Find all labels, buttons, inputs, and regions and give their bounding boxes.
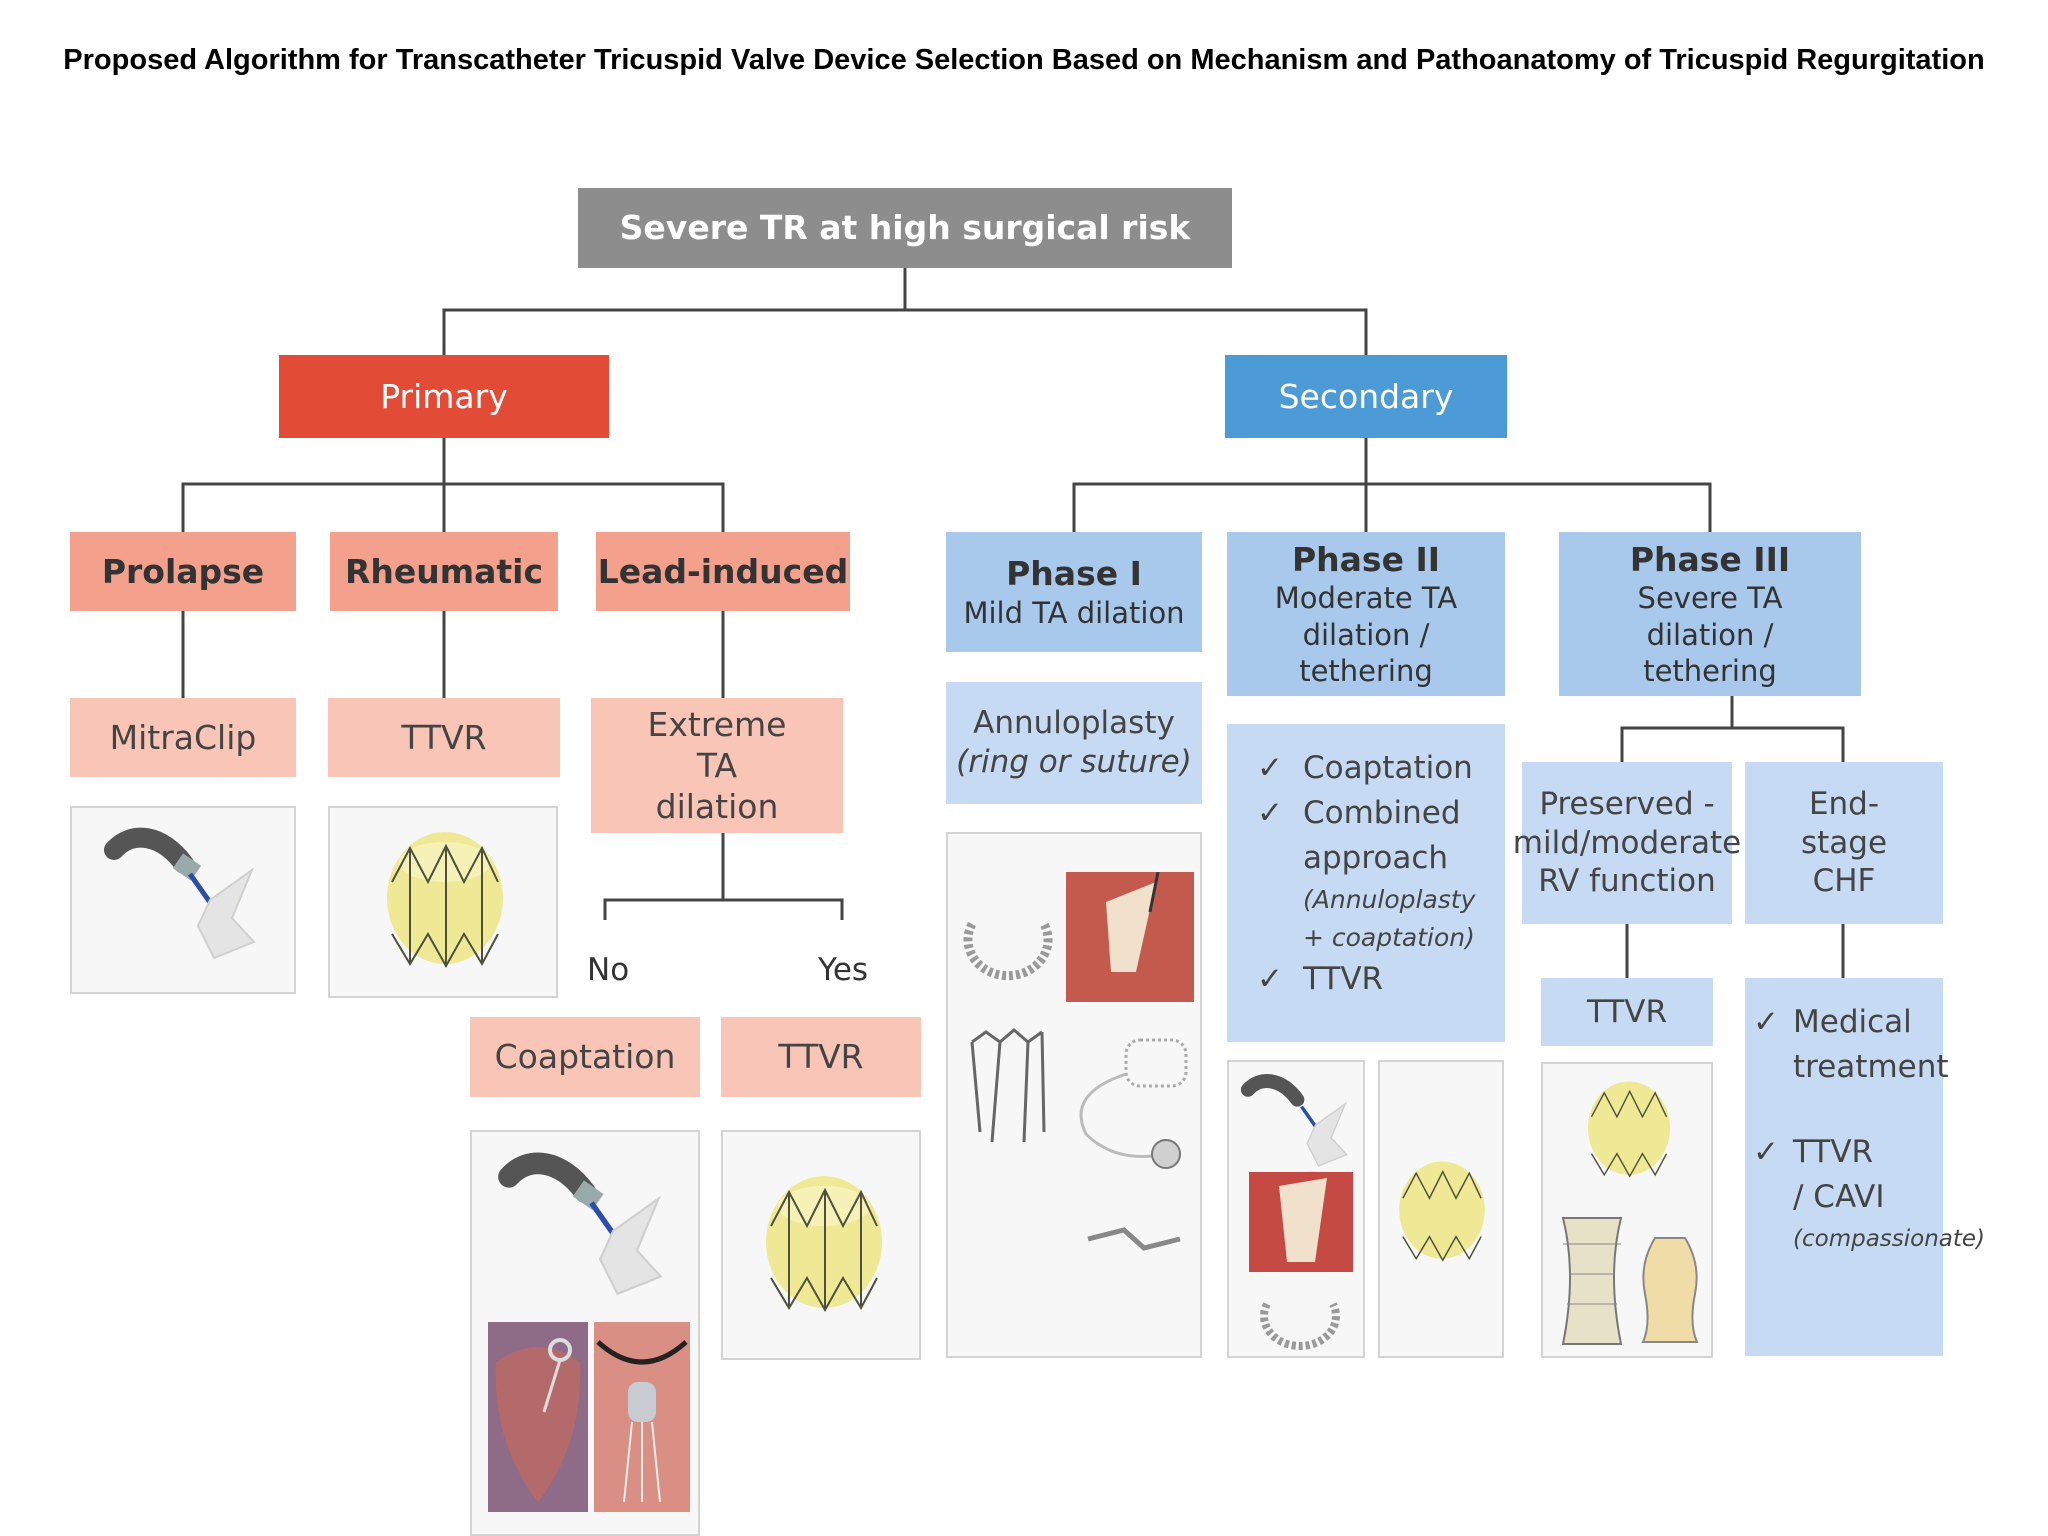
prolapse-label: Prolapse [101,551,265,591]
end-stage-option-row: ✓ TTVR / CAVI [1753,1130,1935,1220]
heart-anatomy-icon [594,1322,690,1512]
phase3-title: Phase III [1629,540,1791,579]
stent-valve-icon [1641,1237,1699,1343]
stent-valve-icon [1561,1217,1623,1345]
primary-label: Primary [380,376,508,416]
end-stage-note-row: (compassionate) [1753,1220,1985,1258]
heart-anatomy-icon [488,1322,588,1512]
prolapse-node: Prolapse [70,532,296,611]
ring-icon [970,1028,1046,1143]
coaptation-images [470,1130,700,1536]
lead-induced-node: Lead-induced [596,532,850,611]
phase3-ttvr-image [1541,1062,1713,1358]
end-stage-label: End-stage CHF [1800,785,1888,900]
phase1-title: Phase I [1006,554,1142,594]
check-icon: ✓ [1257,750,1283,786]
mitraclip-label: MitraClip [109,717,257,757]
end-stage-options: ✓ Medical treatment ✓ TTVR / CAVI (compass… [1745,978,1985,1356]
lead-induced-label: Lead-induced [597,551,849,591]
check-icon: ✓ [1257,961,1283,997]
ttvr-phase3-node: TTVR [1541,978,1713,1046]
end-stage-chf-node: End-stage CHF [1745,762,1943,924]
end-stage-option-note: (compassionate) [1793,1226,1986,1252]
end-stage-option-row: ✓ Medical treatment [1753,1000,1949,1090]
ttvr-phase3-label: TTVR [1586,993,1668,1030]
root-severe-tr: Severe TR at high surgical risk [578,188,1232,268]
heart-anatomy-icon [1066,872,1194,1002]
end-stage-option-ttvr: TTVR / CAVI [1793,1134,1885,1215]
no-label: No [587,952,630,988]
phase2-option-ttvr: TTVR [1303,961,1384,997]
rheumatic-label: Rheumatic [344,551,544,591]
clip-device-icon [1087,1227,1181,1251]
coaptation-node: Coaptation [470,1017,700,1097]
phase1-node: Phase I Mild TA dilation [946,532,1202,652]
phase1-desc: Mild TA dilation [963,595,1185,630]
ring-icon [1079,1038,1188,1169]
phase2-desc: Moderate TA dilation / tethering [1274,581,1458,688]
preserved-rv-label: Preserved - mild/moderate RV function [1512,785,1742,900]
secondary-label: Secondary [1278,376,1454,416]
clip-device-icon [1240,1074,1348,1167]
extreme-ta-dilation-node: Extreme TA dilation [591,698,843,833]
phase2-options: ✓ Coaptation ✓ Combined approach (Annulopl… [1227,724,1505,1042]
annuloplasty-label: Annuloplasty [973,705,1175,742]
ring-icon [963,921,1053,981]
annuloplasty-note: (ring or suture) [956,744,1192,780]
phase2-option-coaptation: Coaptation [1303,750,1473,786]
ring-icon [1260,1302,1340,1350]
yes-label: Yes [818,952,869,988]
end-stage-option-medical: Medical treatment [1793,1004,1949,1085]
phase2-option-row: ✓ TTVR [1257,957,1485,1002]
mitraclip-node: MitraClip [70,698,296,777]
extreme-ta-label: Extreme TA dilation [647,704,787,827]
phase2-devices-image-left [1227,1060,1365,1358]
valve-icon [766,1176,882,1313]
secondary-node: Secondary [1225,355,1507,438]
valve-icon [1399,1161,1485,1262]
ttvr-rheumatic-image [328,806,558,998]
coaptation-label: Coaptation [494,1037,676,1077]
ttvr-yes-label: TTVR [778,1037,864,1077]
annuloplasty-devices-image [946,832,1202,1358]
phase2-option-combined: Combined approach [1303,795,1461,876]
phase2-title: Phase II [1291,540,1441,579]
primary-node: Primary [279,355,609,438]
clip-device-icon [104,827,256,960]
rheumatic-node: Rheumatic [330,532,558,611]
phase3-desc: Severe TA dilation / tethering [1637,581,1783,688]
figure-title: Proposed Algorithm for Transcatheter Tri… [63,44,1985,76]
valve-icon [387,832,503,969]
preserved-rv-node: Preserved - mild/moderate RV function [1513,762,1741,924]
clip-device-icon [498,1152,663,1296]
heart-anatomy-icon [1249,1172,1353,1272]
phase3-node: Phase III Severe TA dilation / tethering [1559,532,1861,696]
phase2-option-row: ✓ Combined approach [1257,791,1485,881]
phase2-option-row: ✓ Coaptation [1257,746,1485,791]
check-icon: ✓ [1753,1004,1779,1040]
phase2-option-note: (Annuloplasty + coaptation) [1303,885,1476,952]
ttvr-yes-node: TTVR [721,1017,921,1097]
valve-icon [1587,1081,1671,1178]
ttvr-yes-image [721,1130,921,1360]
check-icon: ✓ [1753,1134,1779,1170]
ttvr-rheumatic-node: TTVR [328,698,560,777]
annuloplasty-node: Annuloplasty (ring or suture) [946,682,1202,804]
phase2-node: Phase II Moderate TA dilation / tetherin… [1227,532,1505,696]
root-label: Severe TR at high surgical risk [619,208,1191,248]
phase2-devices-image-right [1378,1060,1504,1358]
mitraclip-image [70,806,296,994]
phase2-option-note-row: (Annuloplasty + coaptation) [1257,881,1485,957]
ttvr-rheumatic-label: TTVR [401,717,487,757]
check-icon: ✓ [1257,795,1283,831]
